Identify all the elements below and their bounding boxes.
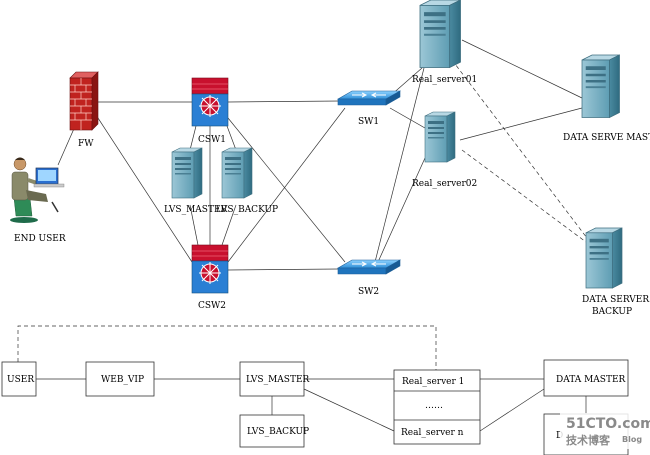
label-data-backup-2: BACKUP	[592, 307, 632, 317]
link-rs01-data-backup	[451, 59, 591, 243]
label-real-server01: Real_server01	[412, 75, 477, 85]
lvs-master-server-icon	[171, 147, 203, 199]
link-lvs-master-csw2	[189, 204, 199, 246]
label-data-master: DATA SERVE MASTER	[563, 133, 650, 143]
csw1-router-icon	[191, 77, 229, 127]
watermark-subtitle: 技术博客	[566, 433, 611, 447]
end-user-icon	[10, 157, 65, 223]
flow-link-rsn-datamaster	[479, 388, 545, 432]
label-lvs-master: LVS_MASTER	[164, 205, 228, 215]
flow-label-user: USER	[7, 375, 34, 385]
link-csw1-sw1	[227, 100, 341, 103]
label-sw1: SW1	[358, 117, 379, 127]
flow-dashed-return	[17, 325, 437, 370]
flow-label-data-backup: D	[556, 431, 563, 441]
topology-dashed-links	[451, 59, 591, 243]
flow-box-data-master	[543, 359, 629, 397]
link-rs02-data-master	[459, 107, 583, 141]
data-backup-server-icon	[585, 227, 623, 289]
flow-label-web-vip: WEB_VIP	[101, 375, 144, 385]
real-server02-icon	[424, 111, 456, 163]
flow-box-web-vip	[85, 361, 155, 397]
flow-box-user	[1, 361, 37, 397]
flow-label-real-server-1: Real_server 1	[402, 377, 464, 387]
flow-links	[36, 378, 587, 432]
link-csw2-sw1	[227, 107, 346, 263]
link-sw2-rs01	[374, 67, 425, 263]
csw2-router-icon	[191, 244, 229, 294]
data-master-server-icon	[581, 54, 621, 119]
label-real-server02: Real_server02	[412, 179, 477, 189]
link-sw1-rs02	[389, 107, 426, 129]
flow-box-real-servers	[393, 369, 481, 445]
sw2-switch-icon	[337, 259, 401, 275]
topology-links	[57, 39, 583, 271]
link-csw1-sw2	[227, 117, 346, 263]
lvs-backup-server-icon	[221, 147, 253, 199]
link-lvs-backup-csw2	[221, 204, 237, 246]
flow-link-lvs-rsn	[303, 388, 395, 432]
link-csw2-sw2	[227, 268, 339, 271]
label-csw2: CSW2	[198, 301, 226, 311]
firewall-icon	[69, 71, 99, 131]
sw1-switch-icon	[337, 90, 401, 106]
flow-box-lvs-backup	[239, 414, 305, 448]
flow-label-ellipsis: ……	[425, 401, 443, 411]
real-server01-icon	[419, 0, 462, 69]
flow-box-lvs-master	[239, 361, 305, 397]
link-sw2-rs02	[377, 157, 426, 263]
flow-label-lvs-backup: LVS_BACKUP	[247, 427, 309, 437]
label-sw2: SW2	[358, 287, 379, 297]
label-csw1: CSW1	[198, 135, 226, 145]
link-rs02-data-backup	[461, 149, 587, 243]
link-rs01-data-master	[461, 39, 583, 99]
label-fw: FW	[78, 139, 94, 149]
flow-label-lvs-master: LVS_MASTER	[246, 375, 310, 385]
label-lvs-backup: LVS_BACKUP	[216, 205, 278, 215]
watermark-domain: 51CTO.com	[566, 416, 650, 432]
flow-label-data-master: DATA MASTER	[556, 375, 626, 385]
label-data-backup-1: DATA SERVER	[582, 295, 649, 305]
flow-label-real-server-n: Real_server n	[401, 428, 464, 438]
watermark-51cto-logo: 51CTO.com 技术博客 Blog	[560, 413, 650, 449]
watermark-blog: Blog	[622, 435, 642, 444]
label-end-user: END USER	[14, 234, 66, 244]
flow-boxes	[1, 359, 629, 455]
link-fw-csw2	[95, 114, 193, 263]
